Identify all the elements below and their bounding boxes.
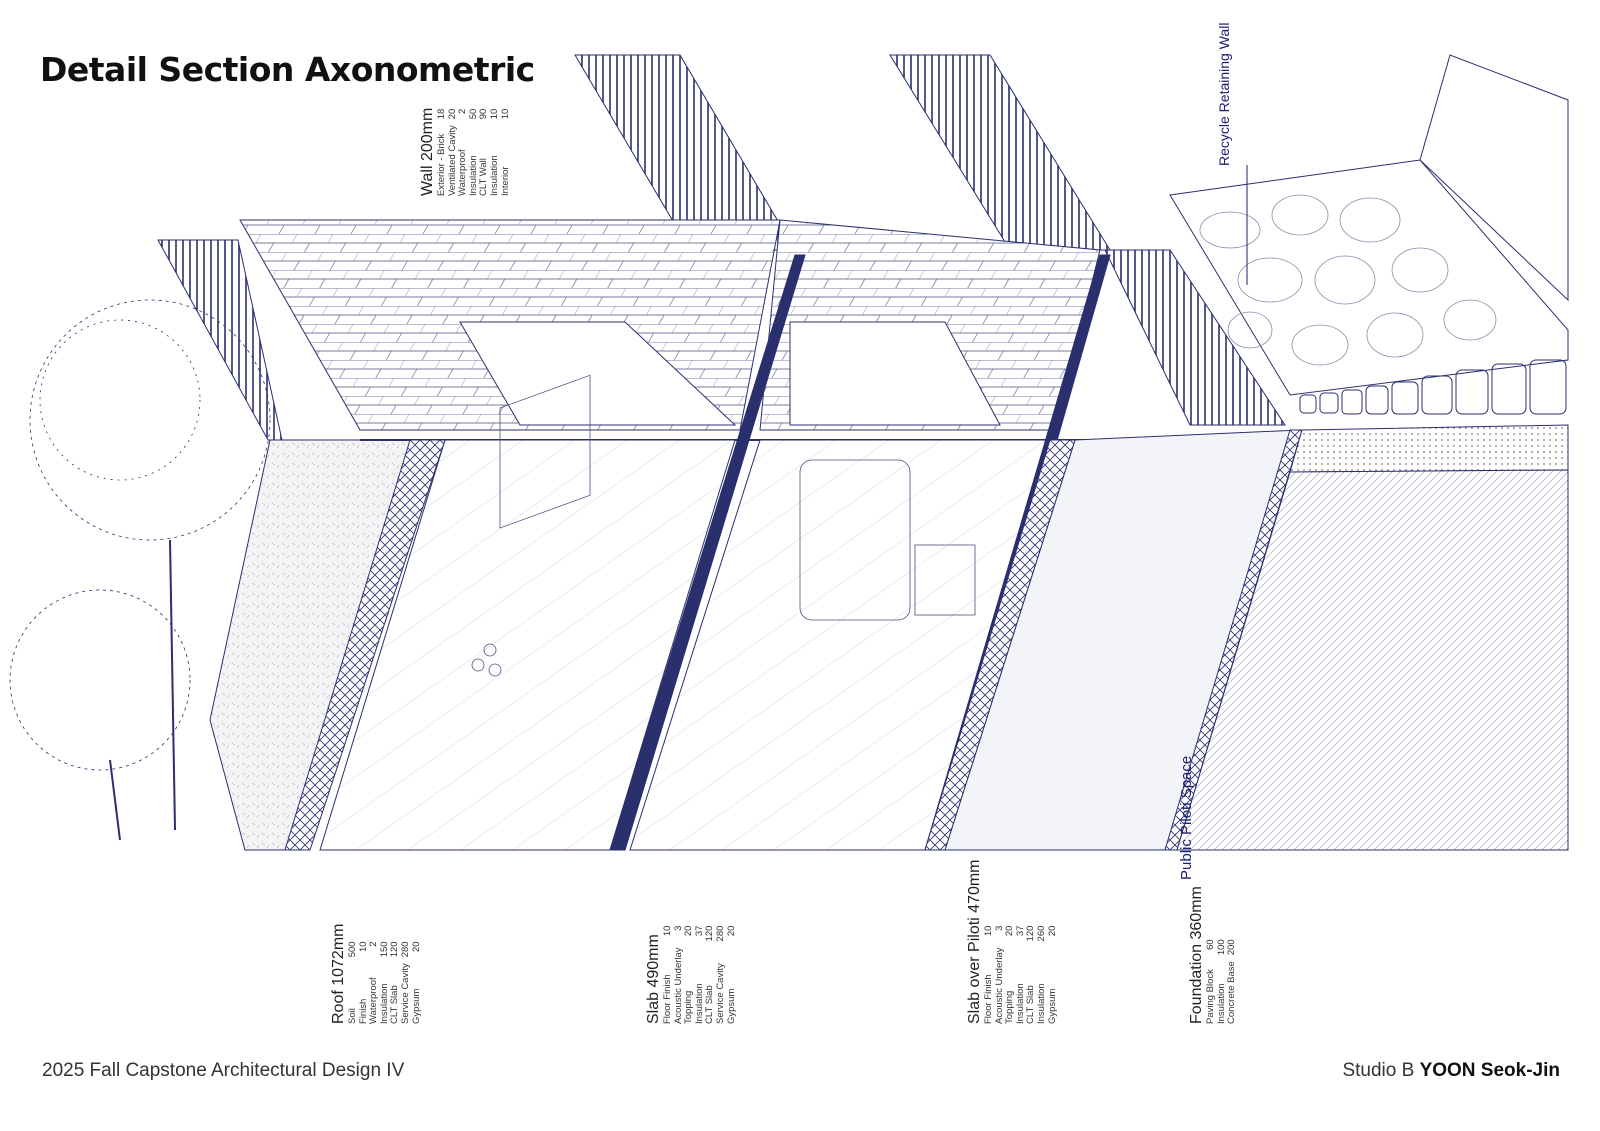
assembly-title: Roof 1072mm (330, 923, 347, 1025)
assembly-title: Wall 200mm (419, 107, 436, 196)
retaining-wall-label: Recycle Retaining Wall (1216, 22, 1232, 166)
author-name: YOON Seok-Jin (1419, 1060, 1560, 1081)
stone-retaining-wall (1169, 159, 1569, 396)
assembly-title: Slab 490mm (645, 934, 662, 1024)
furniture (471, 374, 976, 677)
slab-section (609, 254, 806, 851)
roof-section (284, 439, 446, 851)
ground-hatch (1176, 469, 1569, 851)
louver-upper-2 (889, 54, 1111, 251)
public-piloti-label: Public Piloti Space (1178, 755, 1195, 880)
assembly-title: Foundation 360mm (1188, 886, 1205, 1024)
tree-icon (9, 299, 271, 841)
author-caption: Studio B YOON Seok-Jin (1342, 1060, 1560, 1082)
louver-lower (1104, 249, 1286, 426)
course-caption: 2025 Fall Capstone Architectural Design … (42, 1060, 405, 1081)
assembly-title: Slab over Piloti 470mm (966, 859, 983, 1024)
gravel-layer (1289, 424, 1569, 473)
paving-stones (1299, 359, 1567, 415)
window-opening-2 (789, 321, 1001, 426)
louver-left (157, 239, 283, 441)
retaining-wall-top (1419, 54, 1569, 302)
studio-name: Studio B (1342, 1060, 1415, 1081)
page-title: Detail Section Axonometric (40, 50, 535, 89)
window-opening-1 (459, 321, 737, 426)
piloti-insulation (924, 439, 1076, 851)
